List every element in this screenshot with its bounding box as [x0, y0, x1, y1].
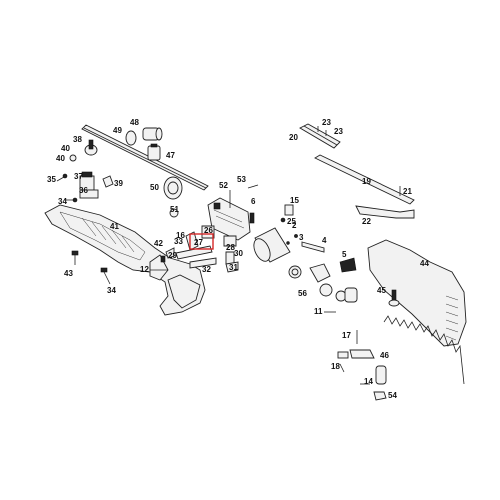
label-part-32: 32 [202, 265, 211, 274]
label-part-36: 36 [79, 186, 88, 195]
screw-part-3 [286, 241, 290, 245]
screw-part-34-bottom [100, 267, 111, 285]
label-part-11: 11 [314, 307, 323, 316]
butt-stock-44 [367, 239, 467, 347]
barrel-fitting-49 [125, 130, 137, 146]
label-part-39: 39 [114, 179, 123, 188]
label-part-29: 29 [168, 251, 177, 260]
label-part-17: 17 [342, 331, 351, 340]
label-part-23a: 23 [322, 118, 331, 127]
pin-part-25 [280, 217, 286, 223]
label-part-44: 44 [420, 259, 429, 268]
screw-part-2 [294, 234, 298, 238]
label-part-40-upper: 40 [61, 144, 70, 153]
label-part-15-upper: 15 [290, 196, 299, 205]
label-part-56: 56 [298, 289, 307, 298]
rail-part-19 [314, 154, 415, 205]
label-part-47: 47 [166, 151, 175, 160]
part-27-highlight-box [189, 233, 214, 250]
label-part-28: 28 [226, 243, 235, 252]
label-part-35: 35 [47, 175, 56, 184]
screw-part-45 [388, 289, 400, 307]
barrel-bushing-50 [163, 176, 183, 200]
label-part-6: 6 [251, 197, 256, 206]
pin-part-38 [84, 139, 98, 156]
label-part-19: 19 [362, 177, 371, 186]
bolt-handle-4 [301, 241, 325, 253]
trigger-part-33 [165, 247, 175, 259]
pin-part-42 [160, 255, 166, 263]
label-part-40-lower: 40 [56, 154, 65, 163]
cap-part-5 [339, 257, 357, 273]
sight-base-36 [79, 189, 99, 199]
cylinder-part-14 [375, 365, 387, 385]
label-part-14: 14 [364, 377, 373, 386]
washer-part-56 [335, 290, 347, 302]
label-part-27: 27 [194, 238, 203, 247]
sight-part-39 [102, 175, 114, 188]
lever-part-15 [349, 349, 375, 359]
label-part-12: 12 [140, 265, 149, 274]
trigger-frame-41 [44, 204, 206, 316]
label-part-51: 51 [170, 205, 179, 214]
label-part-41: 41 [110, 222, 119, 231]
nut-part-54 [373, 391, 387, 401]
label-part-22: 22 [362, 217, 371, 226]
barrel-band-47 [147, 143, 161, 161]
receiver-block [207, 197, 251, 241]
label-part-21: 21 [403, 187, 412, 196]
label-part-46: 46 [380, 351, 389, 360]
spring-part-46 [383, 315, 465, 385]
label-part-30: 30 [234, 249, 243, 258]
barrel [81, 124, 209, 191]
spring-part-53 [247, 184, 259, 189]
label-part-23b: 23 [334, 127, 343, 136]
trigger-part-32 [189, 257, 217, 269]
label-part-2: 2 [292, 221, 297, 230]
label-part-50: 50 [150, 183, 159, 192]
label-part-43: 43 [64, 269, 73, 278]
screw-part-34-top [66, 197, 78, 203]
label-part-52: 52 [219, 181, 228, 190]
label-part-5: 5 [342, 250, 347, 259]
label-part-34-bottom: 34 [107, 286, 116, 295]
trigger-part-28 [223, 235, 237, 247]
spring-part-18 [337, 351, 349, 373]
cylinder-part-56 [344, 287, 358, 303]
label-part-33: 33 [174, 237, 183, 246]
label-part-16: 16 [176, 231, 185, 240]
washer-51 [169, 208, 179, 218]
screw-part-40 [69, 154, 77, 162]
label-part-26: 26 [204, 226, 213, 235]
slide-part-20 [299, 123, 341, 149]
label-part-38: 38 [73, 135, 82, 144]
label-part-18: 18 [331, 362, 340, 371]
trigger-part-31 [225, 261, 239, 273]
label-part-3: 3 [299, 233, 304, 242]
nut-part-15 [284, 204, 294, 216]
ring-part-56 [288, 265, 302, 279]
label-part-48: 48 [130, 118, 139, 127]
label-part-25: 25 [287, 217, 296, 226]
label-part-49: 49 [113, 126, 122, 135]
label-part-42: 42 [154, 239, 163, 248]
muzzle-cap-48 [142, 127, 163, 141]
label-part-45: 45 [377, 286, 386, 295]
label-part-4: 4 [322, 236, 327, 245]
knob-part-56 [309, 263, 333, 297]
label-part-54: 54 [388, 391, 397, 400]
label-part-31: 31 [229, 263, 238, 272]
label-part-34-top: 34 [58, 197, 67, 206]
latch-part-22 [355, 205, 415, 219]
label-part-20: 20 [289, 133, 298, 142]
screw-part-43 [71, 250, 79, 265]
screw-part-35 [56, 173, 68, 182]
label-part-37: 37 [74, 172, 83, 181]
label-part-53: 53 [237, 175, 246, 184]
receiver-tube [253, 227, 291, 263]
pin-part-6 [249, 212, 255, 224]
